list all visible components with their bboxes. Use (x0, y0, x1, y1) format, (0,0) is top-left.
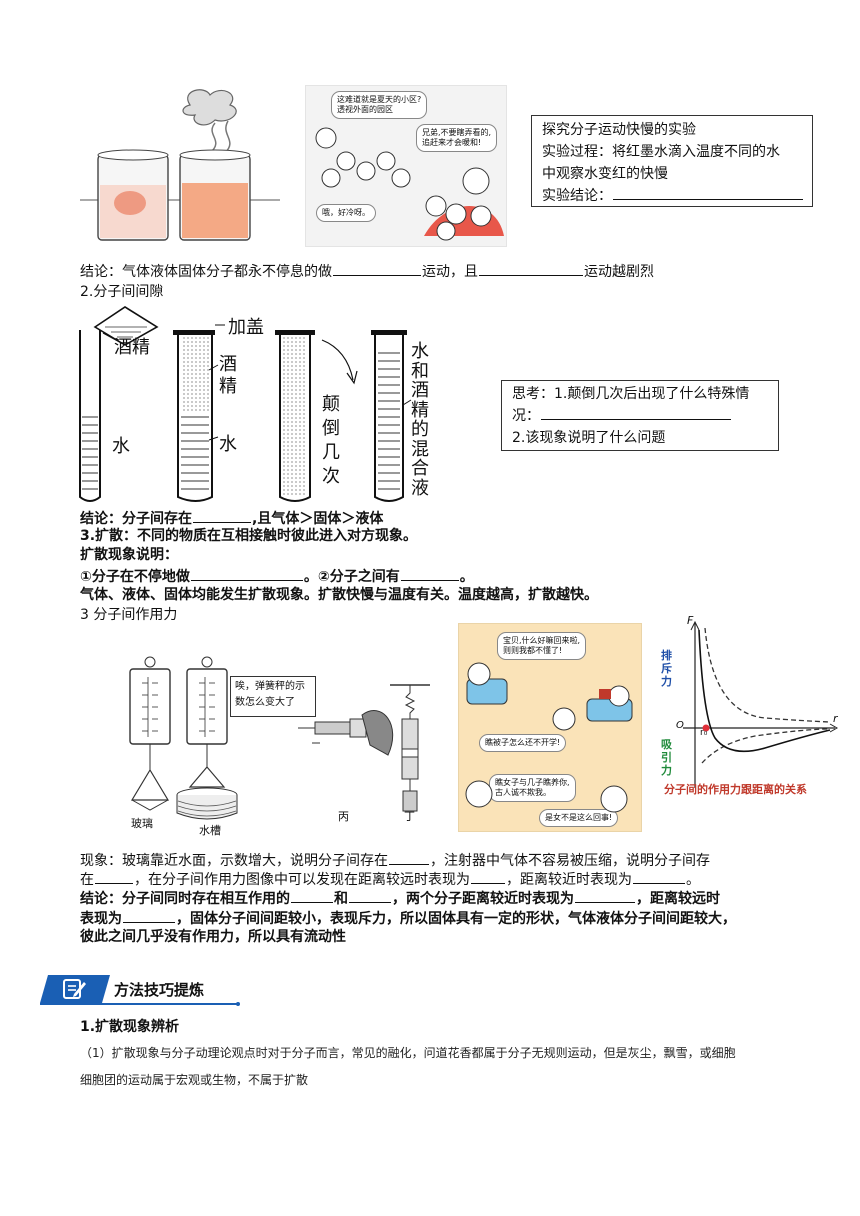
cartoon-bubble: 兄弟,不要瞎弄看的,追赶来才会暖和! (416, 124, 498, 152)
box-line: 实验过程：将红墨水滴入温度不同的水 (542, 144, 780, 160)
conclusion-2: 结论：分子间存在,且气体＞固体＞液体 (80, 508, 383, 529)
answer-blank[interactable] (471, 869, 505, 884)
cartoon-bubble: 哦，好冷呀。 (316, 204, 376, 222)
label-alcohol-top: 酒精 (114, 337, 150, 358)
answer-blank[interactable] (575, 888, 635, 903)
answer-blank[interactable] (291, 888, 333, 903)
box-line: 思考：1.颠倒几次后出现了什么特殊情 (512, 386, 750, 402)
box-line: 2.该现象说明了什么问题 (512, 430, 666, 446)
box-line: 实验结论： (542, 188, 612, 204)
answer-blank[interactable] (193, 508, 251, 523)
notebook-pencil-icon (63, 979, 86, 999)
label-water: 水 (219, 434, 237, 455)
label-invert: 颠倒几次 (322, 394, 340, 487)
experiment-box: 探究分子运动快慢的实验 实验过程：将红墨水滴入温度不同的水 中观察水变红的快慢 … (531, 115, 813, 207)
answer-blank[interactable] (633, 869, 685, 884)
answer-blank[interactable] (95, 869, 133, 884)
thinking-box: 思考：1.颠倒几次后出现了什么特殊情 况： 2.该现象说明了什么问题 (501, 380, 779, 451)
label-water: 水 (112, 436, 130, 457)
label-repulsion: 排斥力 (661, 649, 672, 688)
box-line: 探究分子运动快慢的实验 (542, 122, 696, 138)
answer-blank[interactable] (389, 850, 429, 865)
cartoon-bubble: 是女不是这么回事! (539, 809, 619, 827)
axis-label-F: F (687, 614, 694, 627)
conclusion-1: 结论：气体液体固体分子都永不停息的做运动，且运动越剧烈 (80, 261, 654, 282)
label-bing: 丙 (338, 810, 349, 823)
label-glass: 玻璃 (131, 817, 153, 830)
paragraph-line: 细胞团的运动属于宏观或生物，不属于扩散 (80, 1073, 309, 1087)
answer-blank[interactable] (190, 566, 303, 581)
answer-blank[interactable] (349, 888, 391, 903)
answer-blank[interactable] (400, 566, 459, 581)
molecule-cartoon-1: 这难道就是夏天的小区?透视外面的园区 兄弟,不要瞎弄看的,追赶来才会暖和! 哦，… (305, 85, 507, 247)
diffusion-note: 气体、液体、固体均能发生扩散现象。扩散快慢与温度有关。温度越高，扩散越快。 (80, 587, 598, 603)
label-alcohol: 精 (219, 376, 237, 397)
force-distance-graph (683, 620, 839, 788)
box-line: 况： (512, 408, 540, 424)
label-alcohol: 酒 (219, 354, 237, 375)
test-tubes-figure (79, 306, 412, 502)
axis-label-r0: r₀ (700, 728, 708, 738)
section-title: 方法技巧提炼 (114, 981, 205, 999)
subheading-diffusion-analysis: 1.扩散现象辨析 (80, 1019, 180, 1035)
cartoon-bubble: 这难道就是夏天的小区?透视外面的园区 (331, 91, 428, 119)
label-ding: 丁 (404, 810, 415, 823)
label-cover: 加盖 (228, 317, 264, 338)
label-water-tank: 水槽 (199, 824, 221, 837)
heading-molecular-force: 3 分子间作用力 (80, 607, 178, 623)
answer-blank[interactable] (333, 261, 421, 276)
cartoon-bubble: 宝贝,什么好嘛回来啦,则则我都不懂了! (497, 632, 587, 660)
axis-label-origin: O (676, 720, 684, 731)
answer-blank[interactable] (479, 261, 583, 276)
section-header: 方法技巧提炼 (40, 975, 240, 1007)
beakers-figure (80, 89, 280, 241)
answer-blank[interactable] (541, 405, 731, 420)
phenomenon-line-1: 现象：玻璃靠近水面，示数增大，说明分子间存在，注射器中气体不容易被压缩，说明分子… (80, 850, 710, 871)
diffusion-points: ①分子在不停地做。②分子之间有。 (80, 566, 474, 587)
label-attraction: 吸引力 (661, 738, 672, 777)
box-line: 中观察水变红的快慢 (542, 166, 668, 182)
label-mixture: 水和酒精的混合液 (411, 341, 429, 499)
conclusion-3-line-2: 表现为，固体分子间间距较小，表现斥力，所以固体具有一定的形状，气体液体分子间间距… (80, 908, 736, 929)
cartoon-bubble: 瞧女子与几子瞧养你,古人诚不欺我。 (489, 774, 576, 802)
spring-balance-figure (129, 656, 430, 820)
axis-label-r: r (833, 712, 838, 725)
phenomenon-line-2: 在，在分子间作用力图像中可以发现在距离较远时表现为，距离较近时表现为。 (80, 869, 700, 890)
molecule-cartoon-2: 宝贝,什么好嘛回来啦,则则我都不懂了! 瞧被子怎么还不开学! 瞧女子与几子瞧养你… (458, 623, 642, 832)
graph-caption: 分子间的作用力跟距离的关系 (664, 783, 807, 796)
conclusion-3-line-3: 彼此之间几乎没有作用力，所以具有流动性 (80, 929, 346, 945)
diffusion-subtitle: 扩散现象说明： (80, 547, 178, 563)
conclusion-3-line-1: 结论：分子间同时存在相互作用的和，两个分子距离较近时表现为，距离较远时 (80, 888, 720, 909)
answer-blank[interactable] (613, 185, 803, 200)
balance-speech-bubble: 唉，弹簧秤的示数怎么变大了 (230, 676, 316, 717)
cartoon-bubble: 瞧被子怎么还不开学! (479, 734, 567, 752)
answer-blank[interactable] (123, 908, 175, 923)
heading-molecular-gap: 2.分子间间隙 (80, 284, 164, 300)
paragraph-line: （1）扩散现象与分子动理论观点时对于分子而言，常见的融化，问道花香都属于分子无规… (80, 1046, 736, 1060)
diffusion-title: 3.扩散：不同的物质在互相接触时彼此进入对方现象。 (80, 528, 418, 544)
